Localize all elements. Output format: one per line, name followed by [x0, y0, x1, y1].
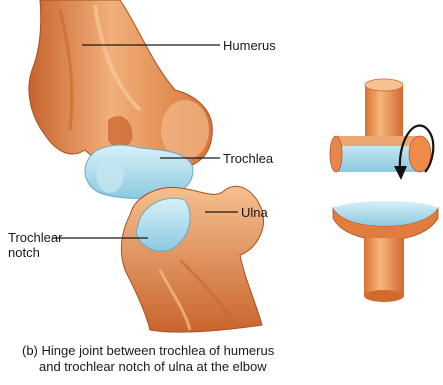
caption-line2: and trochlear notch of ulna at the elbow: [22, 359, 274, 375]
trochlear-notch-label: Trochlear notch: [8, 230, 62, 260]
trochlea-label: Trochlea: [223, 151, 273, 166]
hinge-bottom-post: [364, 238, 404, 296]
trochlear-notch-label-line1: Trochlear: [8, 230, 62, 245]
figure-caption: (b) Hinge joint between trochlea of hume…: [22, 343, 274, 375]
ulna-label: Ulna: [241, 205, 268, 220]
caption-line1: (b) Hinge joint between trochlea of hume…: [22, 343, 274, 359]
humerus-label: Humerus: [223, 38, 276, 53]
trochlear-notch-label-line2: notch: [8, 245, 62, 260]
hinge-model: [330, 79, 438, 302]
humerus-bone: [29, 0, 212, 170]
